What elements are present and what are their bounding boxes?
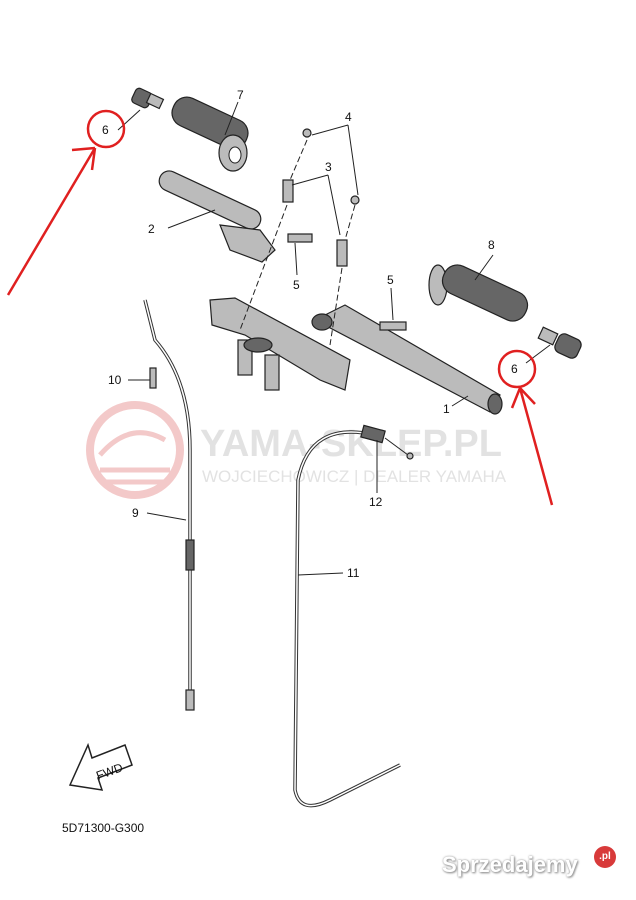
- triple-clamp: [209, 297, 351, 391]
- part-10-screw: [149, 367, 157, 389]
- part-6-bar-end-right: [537, 326, 582, 359]
- part-11-clutch-cable: [293, 424, 414, 808]
- label-part-1: 1: [443, 402, 450, 416]
- part-1-handlebar-right: [311, 304, 503, 415]
- diagram-code: 5D71300-G300: [62, 821, 144, 835]
- part-7-throttle-grip: [171, 96, 249, 172]
- label-part-6-right: 6: [511, 362, 518, 376]
- sprzedajemy-logo-badge: .pl: [594, 846, 616, 868]
- watermark-logo-icon: [86, 401, 184, 499]
- label-part-5-left: 5: [293, 278, 300, 292]
- label-part-2: 2: [148, 222, 155, 236]
- label-part-10: 10: [108, 373, 122, 387]
- label-part-5-right: 5: [387, 273, 394, 287]
- label-part-9: 9: [132, 506, 139, 520]
- part-6-bar-end-left: [131, 87, 165, 110]
- label-part-11: 11: [347, 566, 360, 580]
- part-2-handlebar-left: [158, 170, 276, 263]
- watermark: YAMA-SKLEP.PL WOJCIECHOWICZ | DEALER YAM…: [86, 401, 507, 499]
- label-part-12: 12: [369, 495, 383, 509]
- watermark-subtitle: WOJCIECHOWICZ | DEALER YAMAHA: [202, 467, 507, 486]
- arrow-right-icon: [510, 387, 554, 506]
- label-part-3: 3: [325, 160, 332, 174]
- sprzedajemy-logo: Sprzedajemy: [442, 852, 578, 877]
- highlight-circle-right: [497, 349, 537, 389]
- leader-lines: [117, 101, 551, 576]
- arrow-left-icon: [6, 146, 97, 296]
- red-annotations: [6, 109, 554, 506]
- fwd-arrow-icon: FWD: [68, 742, 133, 791]
- part-8-grip-right: [428, 264, 529, 322]
- part-9-throttle-cable: [143, 299, 195, 711]
- highlight-circle-left: [86, 109, 126, 149]
- bolts: [239, 128, 407, 346]
- watermark-title: YAMA-SKLEP.PL: [200, 423, 502, 465]
- label-part-4: 4: [345, 110, 352, 124]
- label-part-7: 7: [237, 88, 244, 102]
- label-part-8: 8: [488, 238, 495, 252]
- label-part-6-left: 6: [102, 123, 109, 137]
